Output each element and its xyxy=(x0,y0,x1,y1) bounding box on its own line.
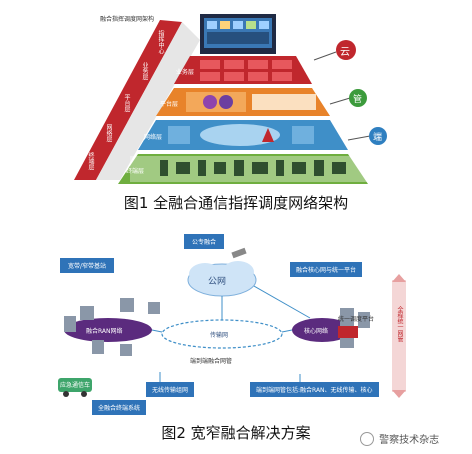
figure-1-title: 融合指挥调度网架构 xyxy=(100,16,155,23)
wireless-box: 无线传输组网 xyxy=(146,382,195,397)
marker-cloud xyxy=(336,40,356,60)
figure-1: 融合指挥调度网架构 指挥中心 业务层 平台层 网络层 终端层 业务层 平台层 网… xyxy=(0,0,472,220)
ran-ellipse xyxy=(64,318,152,342)
layer-label-network: 网络层 xyxy=(144,134,163,141)
wechat-icon xyxy=(360,431,374,446)
emergency-vehicle xyxy=(58,378,92,392)
core-fusion-label: 融合核心网与统一平台 xyxy=(290,262,363,277)
marker-cloud-label: 云 xyxy=(340,47,350,58)
watermark-text: 警察技术杂志 xyxy=(379,435,440,446)
ran-label: 融合RAN网络 xyxy=(86,328,123,335)
unified-platform-label: 统一调度平台 xyxy=(338,316,375,323)
transport-label: 传输网 xyxy=(210,332,229,339)
terminal-box: 全融合终端系统 xyxy=(92,400,147,415)
public-net-label: 公网 xyxy=(208,277,227,287)
access-label: 端到端融合网管 xyxy=(190,358,233,365)
figure-2-caption: 图2 宽窄融合解决方案 xyxy=(161,424,311,442)
core-ellipse xyxy=(292,318,352,342)
marker-pipe xyxy=(349,89,367,107)
wedge-label-network: 网络层 xyxy=(105,124,112,142)
wedge-label-command: 指挥中心 xyxy=(157,30,164,54)
layer-label-platform: 平台层 xyxy=(160,101,179,108)
marker-pipe-label: 管 xyxy=(353,95,363,105)
pyramid-diagram xyxy=(74,14,387,184)
layer-label-terminal: 终端层 xyxy=(126,168,145,175)
layer-label-business: 业务层 xyxy=(176,69,195,76)
left-wedge xyxy=(74,20,182,180)
vehicle-label: 应急通信车 xyxy=(60,382,91,389)
unified-management-bar xyxy=(392,280,406,392)
figure-2: 宽带/窄带基站 公专融合 融合核心网与统一平台 公网 融合RAN网络 传输网 核… xyxy=(0,222,472,454)
marker-end xyxy=(369,127,387,145)
public-fusion-label: 公专融合 xyxy=(184,234,225,249)
wedge-label-business: 业务层 xyxy=(141,62,148,80)
figure-1-caption: 图1 全融合通信指挥调度网络架构 xyxy=(123,194,349,212)
core-net-label: 核心网络 xyxy=(304,328,329,335)
wedge-label-terminal: 终端层 xyxy=(87,152,94,170)
marker-end-label: 端 xyxy=(373,133,383,143)
wedge-label-platform: 平台层 xyxy=(123,94,130,112)
watermark: 警察技术杂志 xyxy=(360,428,470,446)
vertical-label: 全程统一网管 xyxy=(396,306,403,342)
broadband-station-label: 宽带/窄带基站 xyxy=(60,258,115,273)
summary-box: 端到端网管包括:融合RAN、无线传输、核心 xyxy=(250,382,379,397)
solution-diagram xyxy=(58,247,406,398)
